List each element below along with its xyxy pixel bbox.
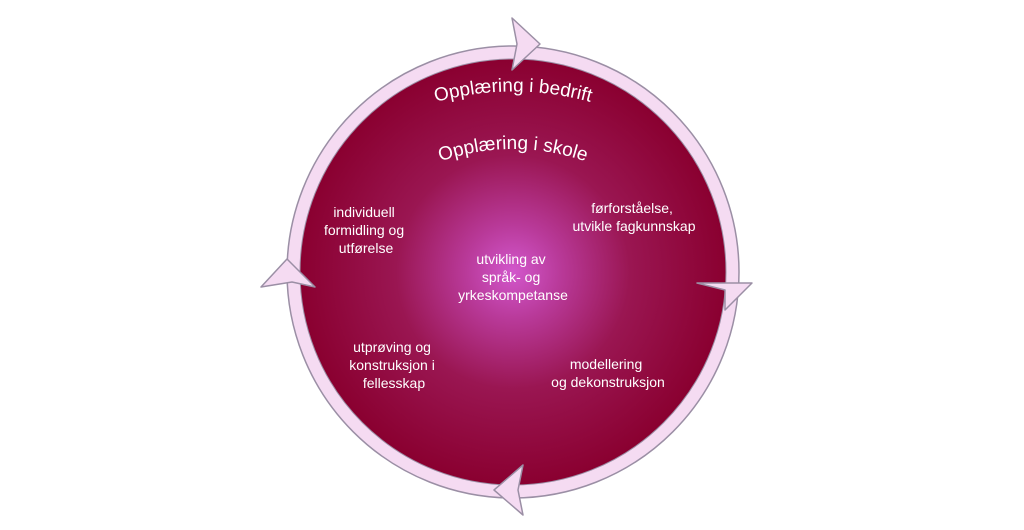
step-label-bottom-left: utprøving og konstruksjon i fellesskap — [349, 339, 438, 391]
arrow-bottom-icon — [493, 464, 524, 516]
step-label-top-right: førforståelse, utvikle fagkunnskap — [573, 200, 696, 234]
center-label: utvikling av språk- og yrkeskompetanse — [458, 251, 568, 303]
step-label-bottom-right: modellering og dekonstruksjon — [551, 356, 665, 390]
step-label-top-left: individuell formidling og utførelse — [324, 204, 408, 256]
arrow-left-icon — [260, 258, 316, 288]
arrow-right-icon — [696, 282, 753, 311]
arrow-top-icon — [511, 17, 541, 71]
